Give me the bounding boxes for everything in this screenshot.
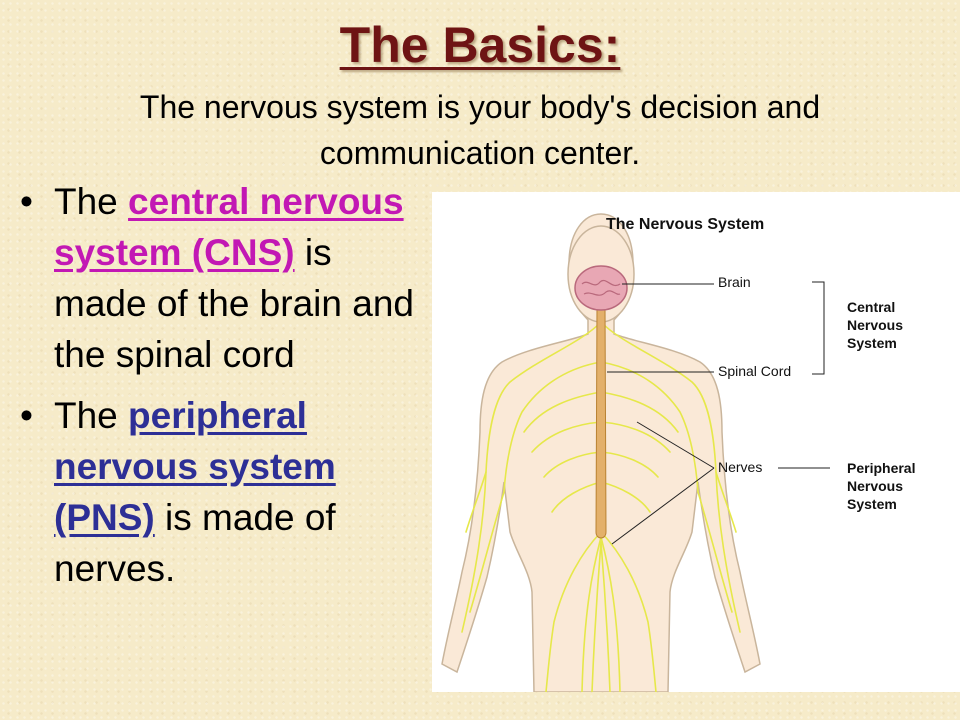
brain (574, 265, 628, 311)
nerve-network (461, 321, 741, 692)
bullet-cns-rest: is made of the brain and the spinal cord (54, 232, 414, 375)
slide-subtitle: The nervous system is your body's decisi… (139, 89, 821, 171)
bullet-cns: • The central nervous system (CNS) is ma… (20, 176, 420, 380)
nervous-system-figure: The Nervous System Brain Spinal Cord Ner… (432, 192, 960, 692)
brain-label: Brain (718, 274, 751, 290)
pns-term-link[interactable]: peripheral nervous system (PNS) (54, 395, 336, 538)
bullet-pns-lead: The (54, 395, 129, 436)
figure-title: The Nervous System (606, 216, 765, 233)
leader-lines (607, 281, 830, 545)
pns-group-label: Peripheral Nervous System (847, 460, 916, 512)
bullet-pns: • The peripheral nervous system (PNS) is… (20, 390, 420, 594)
spinal-cord (595, 303, 607, 539)
bullet-list: • The central nervous system (CNS) is ma… (20, 176, 420, 604)
slide-title: The Basics: (339, 17, 621, 73)
bullet-pns-rest: is made of nerves. (54, 497, 336, 589)
body-illustration (441, 213, 830, 692)
cns-term-link[interactable]: central nervous system (CNS) (54, 181, 404, 273)
nerves-label: Nerves (718, 459, 763, 475)
bullet-cns-lead: The (54, 181, 129, 222)
bullet-dot-icon: • (20, 181, 33, 222)
spinal-cord-label: Spinal Cord (718, 363, 792, 379)
cns-group-label: Central Nervous System (847, 299, 904, 351)
bullet-dot-icon: • (20, 395, 33, 436)
